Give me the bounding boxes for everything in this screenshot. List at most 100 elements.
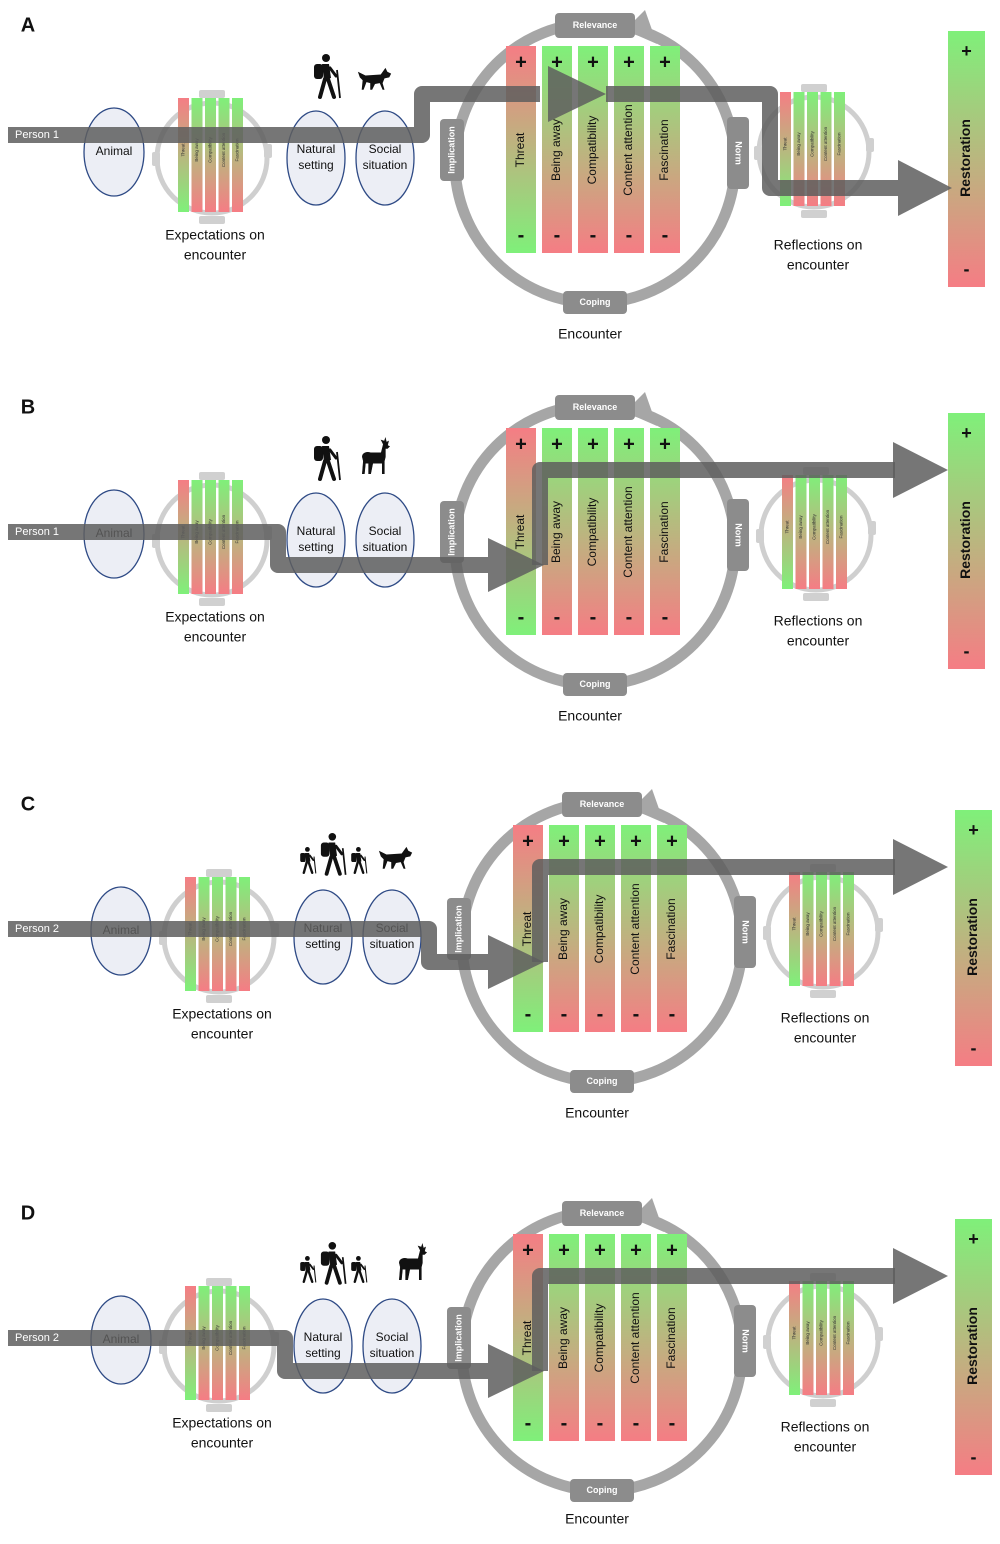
hiker-small-icon-pole [364, 856, 368, 874]
expectations-label-1: Expectations on [172, 1415, 272, 1431]
coping-tab [563, 673, 627, 696]
bar-label-3: Content attention [621, 486, 635, 577]
hiker-small-icon-pole [364, 1265, 368, 1283]
bar-minus-1: - [554, 224, 561, 246]
reflections-label-1: Reflections on [781, 1419, 870, 1435]
hiker-small-icon-arm [308, 1263, 315, 1271]
norm-tab [727, 117, 749, 189]
wolf-icon [378, 846, 413, 869]
expectation-wheel-bar-2 [205, 98, 216, 212]
reflection-wheel-bar-1 [795, 475, 807, 589]
flow-arrowhead-end [893, 1248, 948, 1304]
bar-0 [506, 428, 536, 635]
reflection-wheel-norm-tab [866, 138, 874, 152]
bar-3 [614, 46, 644, 253]
bar-label-0: Threat [513, 514, 527, 549]
hiker-small-icon-arm [359, 1263, 366, 1271]
hiker-small-icon-torso [356, 853, 362, 863]
reflection-wheel-bar-label-1: Being away [798, 515, 803, 539]
reflection-wheel-bar-0 [780, 92, 791, 206]
expectations-label-2: encounter [184, 247, 247, 263]
social-situation-oval-label-2: situation [363, 540, 408, 554]
reflection-wheel-implication-tab [756, 529, 764, 543]
hiker-small-icon-arm [359, 854, 366, 862]
reflection-wheel-bar-label-3: Content attention [832, 1315, 837, 1350]
person-flow-arrow-2 [606, 86, 898, 196]
implication-tab-label: Implication [446, 508, 456, 556]
bar-plus-4: + [666, 1239, 678, 1261]
reflection-wheel-implication-tab [763, 926, 771, 940]
expectation-wheel-bar-label-1: Being away [194, 138, 199, 162]
bar-label-4: Fascination [657, 119, 671, 180]
reflection-wheel-bar-label-4: Fascination [846, 1321, 851, 1345]
reflection-wheel-coping-tab [801, 210, 827, 218]
social-situation-oval-label-2: situation [363, 158, 408, 172]
hiker-icon [320, 1242, 347, 1285]
ring-arrowhead [625, 392, 657, 426]
hiker-icon-backpack [320, 1251, 330, 1266]
coping-tab-label: Coping [587, 1485, 618, 1495]
natural-setting-oval-label-2: setting [298, 540, 333, 554]
bar-label-4: Fascination [664, 898, 678, 959]
coping-tab-label: Coping [587, 1076, 618, 1086]
reflections-label-1: Reflections on [774, 237, 863, 253]
bar-plus-2: + [587, 51, 599, 73]
reflection-wheel-bar-label-0: Threat [792, 1326, 797, 1340]
bar-4 [650, 46, 680, 253]
expectation-wheel-coping-tab [199, 216, 225, 224]
bar-plus-2: + [587, 433, 599, 455]
norm-tab-label: Norm [741, 920, 751, 944]
deer-icon [362, 437, 391, 474]
hiker-icon-head [322, 54, 330, 62]
hiker-icon-head [322, 436, 330, 444]
bar-label-1: Being away [549, 501, 563, 563]
bar-plus-3: + [623, 433, 635, 455]
relevance-tab [555, 395, 635, 420]
bar-label-3: Content attention [621, 104, 635, 195]
restoration-plus: + [961, 41, 972, 61]
reflection-wheel-bar-label-1: Being away [796, 132, 801, 156]
reflection-wheel-bar-label-1: Being away [805, 1321, 810, 1345]
reflection-wheel-bar-0 [789, 1281, 800, 1395]
reflections-label-1: Reflections on [774, 613, 863, 629]
expectation-wheel-norm-tab [264, 144, 272, 158]
expectation-wheel-relevance-tab [206, 1278, 232, 1286]
person-flow-arrow-2 [532, 462, 895, 565]
hiker-icon-pole [336, 69, 341, 99]
bar-plus-0: + [515, 433, 527, 455]
hiker-small-icon [351, 847, 368, 875]
hiker-icon [314, 54, 341, 99]
ring-arrowhead [632, 1198, 664, 1232]
expectation-wheel-bar-label-2: Compatibility [208, 136, 213, 163]
bar-plus-1: + [558, 830, 570, 852]
bar-label-0: Threat [520, 1320, 534, 1355]
flow-arrowhead-mid [488, 1344, 544, 1398]
restoration-plus: + [968, 820, 979, 840]
bar-label-2: Compatibility [592, 895, 606, 964]
bar-minus-2: - [597, 1003, 604, 1025]
animal-oval-label: Animal [96, 144, 133, 158]
hiker-icon-torso [322, 446, 331, 462]
panel-letter: D [21, 1202, 35, 1224]
implication-tab-label: Implication [453, 905, 463, 953]
reflection-wheel-bar-label-0: Threat [783, 137, 788, 151]
hiker-icon-backpack [314, 64, 323, 79]
expectation-wheel-implication-tab [152, 152, 160, 166]
bar-minus-4: - [662, 224, 669, 246]
reflection-wheel-relevance-tab [801, 84, 827, 92]
bar-minus-4: - [669, 1003, 676, 1025]
bar-plus-1: + [551, 51, 563, 73]
flow-arrowhead-end [893, 442, 948, 498]
ring-arrowhead [625, 10, 657, 44]
relevance-tab [555, 13, 635, 38]
natural-setting-oval-label-2: setting [305, 1346, 340, 1360]
social-situation-oval-label-2: situation [370, 937, 415, 951]
hiker-icon-torso [328, 1251, 338, 1267]
hiker-small-icon-backpack [351, 853, 357, 862]
coping-tab [570, 1070, 634, 1093]
hiker-icon-legs [318, 77, 336, 99]
coping-tab-label: Coping [580, 679, 611, 689]
reflection-wheel-bar-4 [843, 1281, 854, 1395]
